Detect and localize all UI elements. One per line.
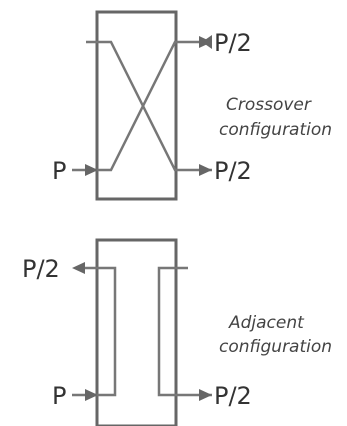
crossover-output-top-label: P/2 [214,29,252,57]
adjacent-wire-left [72,266,117,397]
crossover-input-label: P [52,157,66,185]
adjacent-input-label: P [52,382,66,410]
crossover-caption-line1: Crossover [226,95,312,115]
adjacent-output-label: P/2 [214,382,252,410]
adjacent-input-arrowhead [85,389,98,401]
adjacent-reflected-arrowhead [72,262,85,274]
crossover-output-bottom-label: P/2 [214,157,252,185]
crossover-wire-bottom-to-top [72,40,212,172]
adjacent-wire-right [157,266,212,397]
crossover-configuration: P/2 P P/2 Crossover configuration [52,10,332,201]
adjacent-coupler-box [95,238,178,426]
crossover-input-arrowhead [85,164,98,176]
adjacent-caption-line1: Adjacent [228,313,305,333]
crossover-output-bottom-arrowhead [199,164,212,176]
adjacent-caption-line2: configuration [219,337,332,357]
crossover-coupler-box [95,10,178,201]
adjacent-configuration: P/2 P P/2 Adjacent configuration [22,238,332,426]
crossover-output-top-arrowhead [199,36,212,48]
crossover-wire-top-to-bottom [86,40,212,172]
adjacent-output-arrowhead [199,389,212,401]
crossover-caption-line2: configuration [219,120,332,140]
adjacent-reflected-label: P/2 [22,255,60,283]
